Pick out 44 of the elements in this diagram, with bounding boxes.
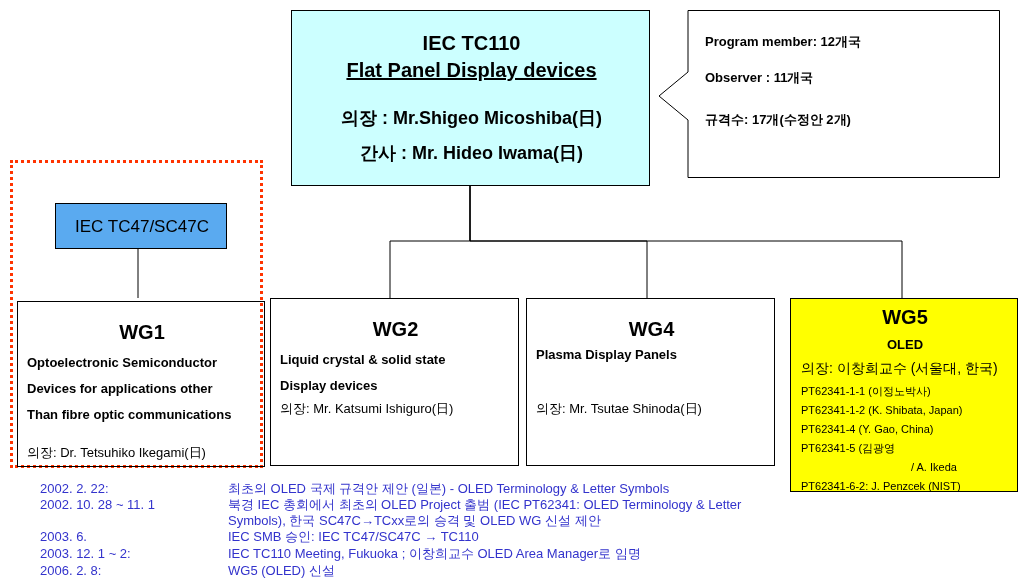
group-title: WG4 [627,317,676,341]
standard-count: 규격수: 17개(수정안 2개) [705,112,852,128]
group-scope: OLED [885,337,925,353]
chair-name: 의장: Dr. Tetsuhiko Ikegami(日) [27,445,207,461]
group-title: WG2 [371,317,420,341]
timeline-event: WG5 (OLED) 신설 [228,563,336,579]
timeline-event: 최초의 OLED 국제 규격안 제안 (일본) - OLED Terminology & Letter Symbols [228,481,671,497]
committee-title: IEC TC110 [421,31,522,55]
timeline-event: IEC SMB 승인: IEC TC47/SC47C → TC110 [228,529,480,545]
project-entry: PT62341-6-2: J. Penzcek (NIST) [801,480,962,493]
chair-name: 의장: 이창희교수 (서울대, 한국) [801,360,999,377]
dotted-group-frame [10,160,263,468]
chair-name: 의장: Mr. Katsumi Ishiguro(日) [280,401,455,417]
working-group-box [270,298,519,466]
project-entry: PT62341-4 (Y. Gao, China) [801,423,935,436]
group-scope: Optoelectronic Semiconductor Devices for applications other Than fibre optic communications [27,354,233,424]
group-title: WG1 [118,320,166,344]
timeline-event: IEC TC110 Meeting, Fukuoka ; 이창희교수 OLED Area Manager로 임명 [228,546,642,562]
project-entry: / A. Ikeda [911,461,958,474]
secretary-name: 간사 : Mr. Hideo Iwama(日) [359,142,584,164]
chair-name: 의장 : Mr.Shigeo Micoshiba(日) [340,107,603,129]
project-entry: PT62341-1-2 (K. Shibata, Japan) [801,404,964,417]
subcommittee-box [55,203,227,249]
subcommittee-label: IEC TC47/SC47C [74,217,210,237]
observer-count: Observer : 11개국 [705,70,815,86]
timeline-date: 2003. 6. [40,529,88,545]
member-count: Program member: 12개국 [705,34,863,50]
connector-line [469,185,903,299]
working-group-box [526,298,775,466]
group-scope: Liquid crystal & solid state Display devices [280,351,447,395]
committee-box [291,10,650,186]
project-entry: PT62341-1-1 (이정노박사) [801,385,932,398]
group-title: WG5 [881,305,929,329]
chair-name: 의장: Mr. Tsutae Shinoda(日) [536,401,703,417]
timeline-date: 2003. 12. 1 ~ 2: [40,546,132,562]
timeline-event: 북경 IEC 총회에서 최초의 OLED Project 출범 (IEC PT62341: OLED Terminology & Letter Symbols), 한국 SC47C→TCxx로의 승격 및 OLED WG 신설 제안 [228,497,743,529]
timeline-date: 2002. 10. 28 ~ 11. 1 [40,497,157,513]
project-entry: PT62341-5 (김광영 [801,442,897,455]
working-group-box [17,301,265,467]
timeline-date: 2006. 2. 8: [40,563,103,579]
committee-subtitle: Flat Panel Display devices [345,58,598,82]
working-group-box [790,298,1018,492]
timeline-date: 2002. 2. 22: [40,481,110,497]
group-scope: Plasma Display Panels [536,347,678,363]
